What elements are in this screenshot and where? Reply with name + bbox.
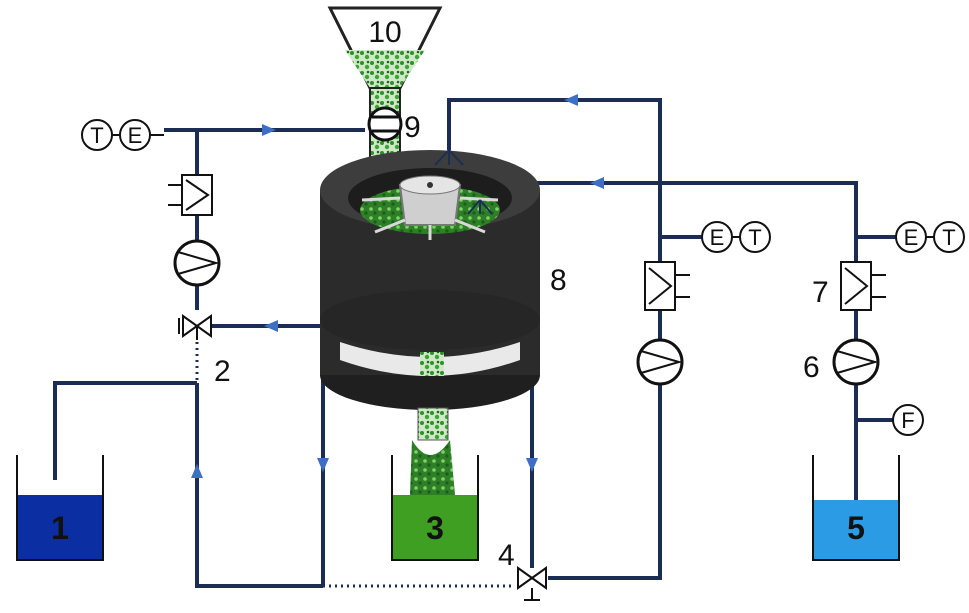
sensor-t-label: T bbox=[90, 123, 103, 148]
label-6: 6 bbox=[803, 351, 820, 384]
arrow-left-2 bbox=[564, 94, 578, 106]
tank-label-1: 1 bbox=[51, 510, 69, 546]
left-pump bbox=[173, 239, 221, 287]
flow-arrows bbox=[191, 94, 604, 478]
three-way-valve-2 bbox=[178, 314, 212, 340]
tank-5 bbox=[812, 455, 900, 561]
feed-valve-9 bbox=[367, 106, 403, 142]
arrow-left-3 bbox=[590, 177, 604, 189]
tank-1 bbox=[16, 455, 104, 561]
tank-label-3: 3 bbox=[426, 510, 444, 546]
label-7: 7 bbox=[812, 276, 829, 309]
sensor-e-label: E bbox=[128, 123, 143, 148]
sprayer-nozzles bbox=[434, 149, 493, 215]
arrow-down-6 bbox=[317, 458, 329, 472]
heat-exchanger-7 bbox=[840, 261, 886, 311]
flow-sensor: F bbox=[892, 404, 924, 436]
tank-3 bbox=[391, 440, 479, 561]
sensor-e-label: E bbox=[710, 225, 725, 250]
left-heat-exchanger bbox=[168, 174, 213, 216]
sensor-f-label: F bbox=[901, 408, 914, 433]
tank-label-5: 5 bbox=[847, 510, 865, 546]
arrow-right-1 bbox=[262, 124, 276, 136]
label-10: 10 bbox=[368, 16, 401, 49]
sensor-group-mid-right: E T bbox=[701, 221, 771, 253]
arrow-left-4 bbox=[264, 320, 278, 332]
arrow-up-5 bbox=[191, 464, 203, 478]
extractor-drum bbox=[320, 150, 540, 441]
three-way-valve-4 bbox=[517, 566, 547, 601]
label-4: 4 bbox=[498, 539, 515, 572]
dotted-links bbox=[195, 342, 515, 588]
label-2: 2 bbox=[214, 355, 231, 388]
pump-6 bbox=[832, 338, 880, 386]
sensor-group-top-left: T E bbox=[81, 119, 164, 151]
sensor-e-label: E bbox=[904, 225, 919, 250]
arrow-down-7 bbox=[526, 458, 538, 472]
label-8: 8 bbox=[550, 264, 567, 297]
sensor-t-label: T bbox=[748, 225, 761, 250]
sensor-group-far-right: E T bbox=[895, 221, 965, 253]
mid-heat-exchanger bbox=[644, 261, 690, 311]
sensor-t-label: T bbox=[942, 225, 955, 250]
mid-pump bbox=[636, 338, 684, 386]
label-9: 9 bbox=[404, 111, 421, 144]
